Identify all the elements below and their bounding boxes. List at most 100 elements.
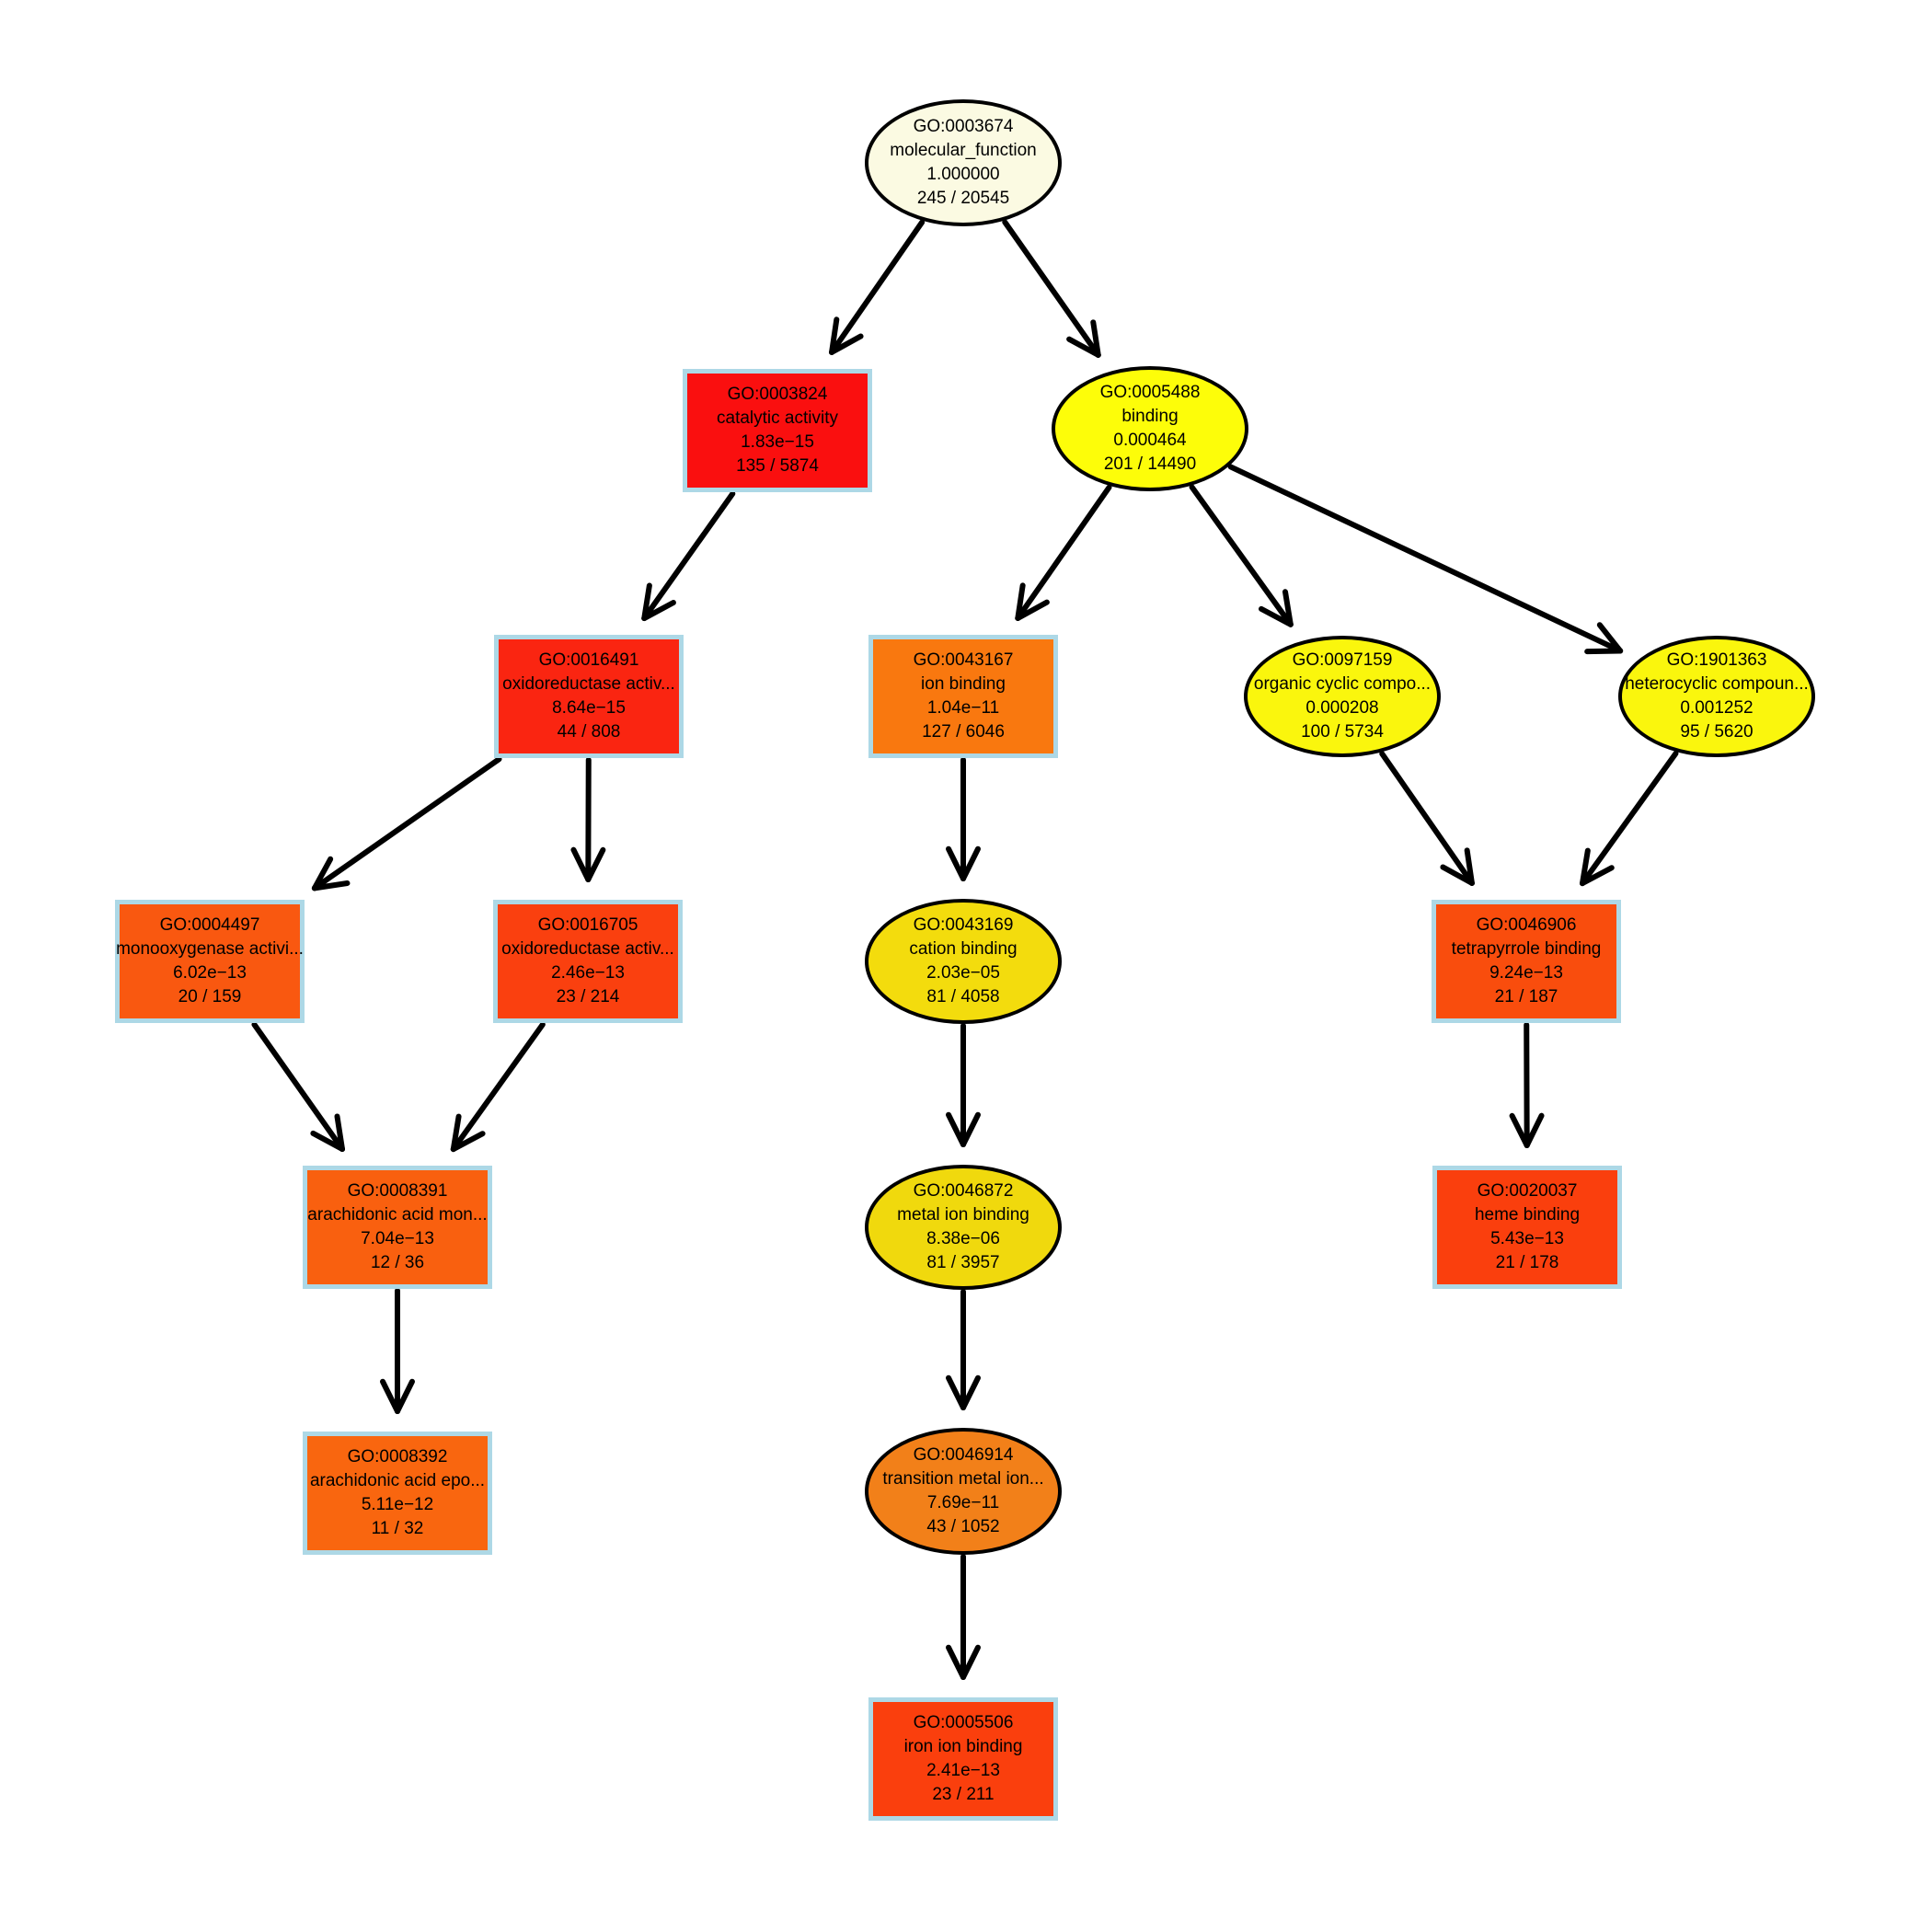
edge-arrow-GO:0016705-to-GO:0008391: [450, 1021, 546, 1153]
node-pvalue: 0.000464: [1113, 431, 1187, 450]
node-go-id: GO:0046914: [913, 1445, 1014, 1465]
node-pvalue: 9.24e−13: [1489, 963, 1563, 983]
node-term: tetrapyrrole binding: [1451, 939, 1602, 959]
edge-arrow-GO:0046906-to-GO:0020037: [1509, 1022, 1545, 1149]
node-go-id: GO:0005506: [913, 1713, 1014, 1732]
node-pvalue: 2.46e−13: [551, 963, 625, 983]
node-gene-ratio: 135 / 5874: [736, 456, 819, 476]
node-gene-ratio: 21 / 178: [1495, 1253, 1559, 1272]
node-pvalue: 1.04e−11: [926, 698, 1000, 718]
node-go-id: GO:0004497: [159, 915, 260, 935]
node-go-id: GO:0008392: [347, 1447, 448, 1466]
node-term: metal ion binding: [897, 1205, 1029, 1225]
edge-arrow-GO:0005488-to-GO:1901363: [1227, 464, 1624, 655]
node-go-id: GO:0097159: [1292, 650, 1393, 670]
go-node-GO:0005488: GO:0005488 binding 0.000464 201 / 14490: [1052, 366, 1248, 491]
go-node-GO:0043169: GO:0043169 cation binding 2.03e−05 81 / 405…: [865, 899, 1062, 1024]
go-node-GO:0003824: GO:0003824 catalytic activity 1.83e−15 135 …: [683, 369, 872, 492]
go-node-GO:0003674: GO:0003674 molecular_function 1.000000 245 …: [865, 99, 1062, 226]
node-pvalue: 8.38e−06: [926, 1229, 1000, 1248]
node-gene-ratio: 44 / 808: [557, 722, 621, 742]
node-go-id: GO:0043167: [913, 650, 1014, 670]
go-node-GO:1901363: GO:1901363 heterocyclic compoun... 0.00125…: [1618, 636, 1815, 757]
go-node-GO:0008391: GO:0008391 arachidonic acid mon... 7.04e−1…: [303, 1166, 492, 1289]
node-term: heterocyclic compoun...: [1625, 674, 1809, 694]
node-pvalue: 5.43e−13: [1490, 1229, 1564, 1248]
node-go-id: GO:1901363: [1666, 650, 1767, 670]
node-pvalue: 8.64e−15: [552, 698, 626, 718]
node-go-id: GO:0008391: [347, 1181, 448, 1201]
edge-arrow-GO:0005488-to-GO:0043167: [1015, 484, 1112, 621]
node-pvalue: 1.83e−15: [741, 432, 814, 452]
node-term: binding: [1121, 407, 1179, 426]
edge-arrow-GO:0005488-to-GO:0097159: [1189, 484, 1294, 627]
node-gene-ratio: 23 / 214: [556, 987, 620, 1006]
node-gene-ratio: 20 / 159: [178, 987, 242, 1006]
node-go-id: GO:0043169: [913, 915, 1014, 935]
node-gene-ratio: 23 / 211: [932, 1785, 995, 1804]
node-gene-ratio: 43 / 1052: [926, 1517, 1000, 1536]
edge-arrow-GO:0043169-to-GO:0046872: [946, 1023, 981, 1147]
edge-arrow-GO:0003824-to-GO:0016491: [641, 490, 736, 622]
edge-arrow-GO:0008391-to-GO:0008392: [380, 1288, 415, 1414]
node-term: monooxygenase activi...: [116, 939, 304, 959]
node-gene-ratio: 81 / 4058: [926, 987, 1000, 1006]
node-pvalue: 7.04e−13: [361, 1229, 434, 1248]
node-gene-ratio: 81 / 3957: [926, 1253, 1000, 1272]
node-go-id: GO:0046906: [1476, 915, 1577, 935]
go-node-GO:0043167: GO:0043167 ion binding 1.04e−11 127 / 6046: [868, 635, 1058, 758]
node-go-id: GO:0016491: [538, 650, 639, 670]
edge-arrow-GO:0097159-to-GO:0046906: [1379, 751, 1475, 886]
edge-arrow-GO:0004497-to-GO:0008391: [251, 1021, 346, 1153]
edge-arrow-GO:1901363-to-GO:0046906: [1579, 750, 1679, 887]
node-go-id: GO:0020037: [1477, 1181, 1578, 1201]
node-pvalue: 0.000208: [1305, 698, 1379, 718]
node-pvalue: 6.02e−13: [173, 963, 247, 983]
edge-arrow-GO:0046914-to-GO:0005506: [946, 1554, 981, 1680]
node-gene-ratio: 12 / 36: [370, 1253, 425, 1272]
node-term: ion binding: [921, 674, 1006, 694]
go-node-GO:0020037: GO:0020037 heme binding 5.43e−13 21 / 178: [1432, 1166, 1622, 1289]
go-node-GO:0097159: GO:0097159 organic cyclic compo... 0.00020…: [1244, 636, 1441, 757]
node-go-id: GO:0003824: [727, 385, 828, 404]
node-pvalue: 5.11e−12: [361, 1495, 434, 1514]
edge-arrow-GO:0016491-to-GO:0016705: [570, 757, 606, 883]
node-gene-ratio: 11 / 32: [371, 1519, 424, 1538]
node-term: cation binding: [909, 939, 1018, 959]
node-pvalue: 0.001252: [1680, 698, 1754, 718]
node-term: heme binding: [1474, 1205, 1581, 1225]
go-node-GO:0016705: GO:0016705 oxidoreductase activ... 2.46e−1…: [493, 900, 683, 1023]
edge-arrow-GO:0003674-to-GO:0003824: [829, 219, 926, 355]
edge-arrow-GO:0046872-to-GO:0046914: [946, 1289, 981, 1410]
node-term: catalytic activity: [717, 408, 838, 428]
node-gene-ratio: 245 / 20545: [916, 189, 1010, 208]
node-go-id: GO:0016705: [537, 915, 638, 935]
node-gene-ratio: 95 / 5620: [1680, 722, 1754, 742]
node-pvalue: 7.69e−11: [926, 1493, 1000, 1512]
node-gene-ratio: 21 / 187: [1494, 987, 1558, 1006]
node-term: oxidoreductase activ...: [502, 674, 675, 694]
go-node-GO:0016491: GO:0016491 oxidoreductase activ... 8.64e−1…: [494, 635, 684, 758]
node-pvalue: 2.41e−13: [926, 1761, 1000, 1780]
node-gene-ratio: 127 / 6046: [922, 722, 1005, 742]
node-gene-ratio: 201 / 14490: [1103, 454, 1197, 474]
node-go-id: GO:0046872: [913, 1181, 1014, 1201]
node-go-id: GO:0005488: [1099, 383, 1201, 402]
node-pvalue: 1.000000: [926, 165, 1000, 184]
node-pvalue: 2.03e−05: [926, 963, 1000, 983]
node-term: organic cyclic compo...: [1253, 674, 1432, 694]
node-term: molecular_function: [890, 141, 1037, 160]
edge-arrow-GO:0043167-to-GO:0043169: [946, 757, 981, 881]
go-node-GO:0004497: GO:0004497 monooxygenase activi... 6.02e−1…: [115, 900, 305, 1023]
edge-arrow-GO:0016491-to-GO:0004497: [311, 756, 502, 891]
node-go-id: GO:0003674: [913, 117, 1014, 136]
go-node-GO:0046872: GO:0046872 metal ion binding 8.38e−06 81 / …: [865, 1165, 1062, 1290]
edge-arrow-GO:0003674-to-GO:0005488: [1002, 219, 1101, 358]
node-term: oxidoreductase activ...: [501, 939, 674, 959]
node-term: arachidonic acid mon...: [307, 1205, 488, 1225]
